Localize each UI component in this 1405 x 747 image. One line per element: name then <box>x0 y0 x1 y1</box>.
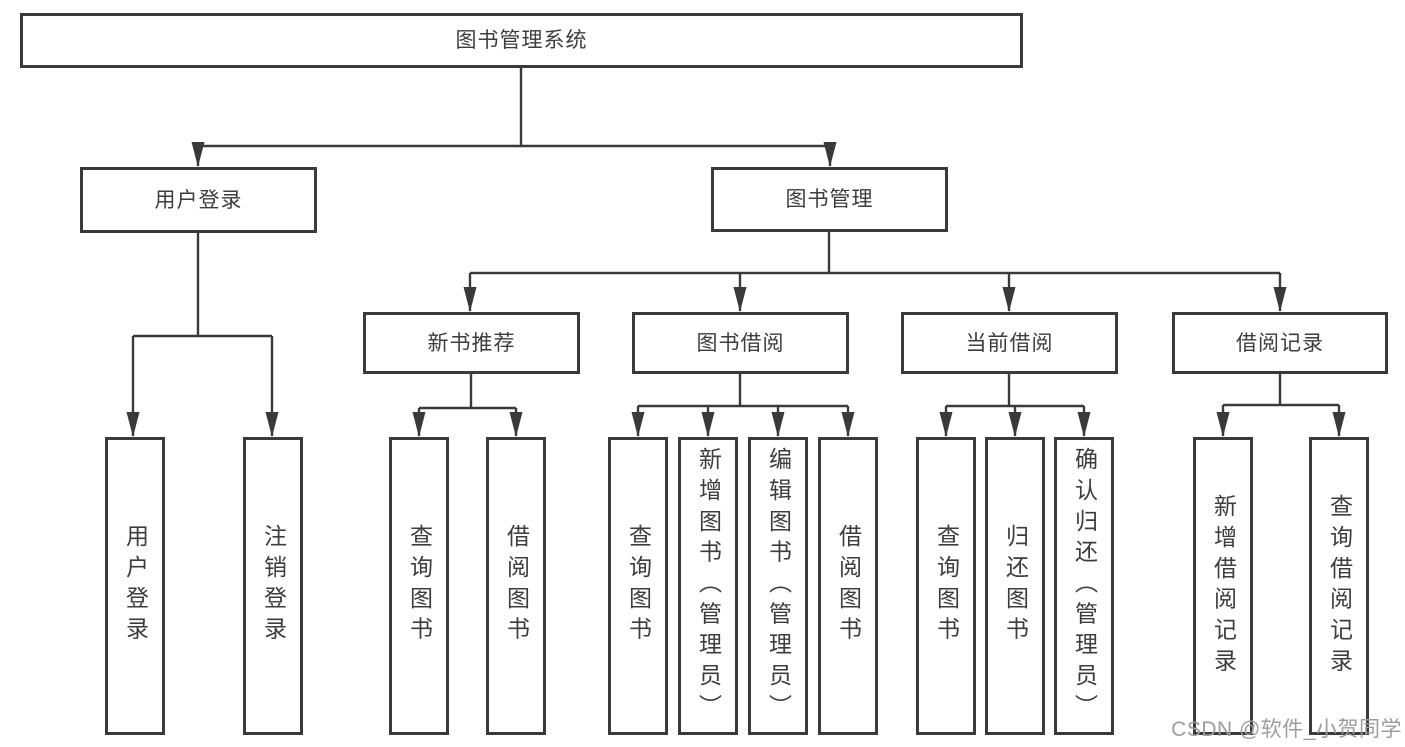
node-label: 借阅记录 <box>1236 331 1324 355</box>
leaf-label: 借阅图书 <box>835 524 862 648</box>
node-borrow-records: 借阅记录 <box>1172 312 1388 374</box>
leaf-query-borrow-record: 查询借阅记录 <box>1309 437 1369 735</box>
node-label: 图书管理系统 <box>455 29 588 52</box>
node-root-library-system: 图书管理系统 <box>20 13 1023 68</box>
leaf-borrow-books-borrow: 借阅图书 <box>818 437 878 735</box>
leaf-label: 归还图书 <box>1002 524 1029 648</box>
leaf-query-books-borrow: 查询图书 <box>608 437 668 735</box>
leaf-label: 用户登录 <box>122 524 149 648</box>
leaf-return-books: 归还图书 <box>985 437 1045 735</box>
leaf-logout: 注销登录 <box>243 437 303 735</box>
node-user-login: 用户登录 <box>80 167 317 233</box>
leaf-query-books-current: 查询图书 <box>916 437 976 735</box>
node-label: 当前借阅 <box>965 331 1054 355</box>
node-label: 新书推荐 <box>427 331 516 355</box>
leaf-label: 查询图书 <box>625 524 652 648</box>
csdn-watermark: CSDN @软件_小贺同学 <box>1171 718 1402 741</box>
node-book-borrow: 图书借阅 <box>632 312 849 374</box>
leaf-label: 编辑图书（管理员） <box>765 447 792 725</box>
leaf-label: 借阅图书 <box>503 524 530 648</box>
node-current-borrow: 当前借阅 <box>901 312 1118 374</box>
leaf-label: 确认归还（管理员） <box>1071 447 1098 725</box>
leaf-add-borrow-record: 新增借阅记录 <box>1193 437 1253 735</box>
leaf-label: 查询图书 <box>406 524 433 648</box>
node-book-management: 图书管理 <box>711 167 948 232</box>
node-label: 用户登录 <box>154 188 243 212</box>
leaf-user-login: 用户登录 <box>105 437 165 735</box>
leaf-add-books-admin: 新增图书（管理员） <box>678 437 738 735</box>
node-label: 图书借阅 <box>696 331 785 355</box>
leaf-confirm-return-admin: 确认归还（管理员） <box>1054 437 1114 735</box>
leaf-label: 新增图书（管理员） <box>695 447 722 725</box>
leaf-borrow-books-recommend: 借阅图书 <box>486 437 546 735</box>
leaf-query-books-recommend: 查询图书 <box>389 437 449 735</box>
leaf-label: 查询借阅记录 <box>1326 493 1353 679</box>
leaf-edit-books-admin: 编辑图书（管理员） <box>748 437 808 735</box>
leaf-label: 注销登录 <box>260 524 287 648</box>
leaf-label: 查询图书 <box>933 524 960 648</box>
node-label: 图书管理 <box>785 188 874 211</box>
leaf-label: 新增借阅记录 <box>1210 493 1237 679</box>
node-new-book-recommend: 新书推荐 <box>363 312 580 374</box>
